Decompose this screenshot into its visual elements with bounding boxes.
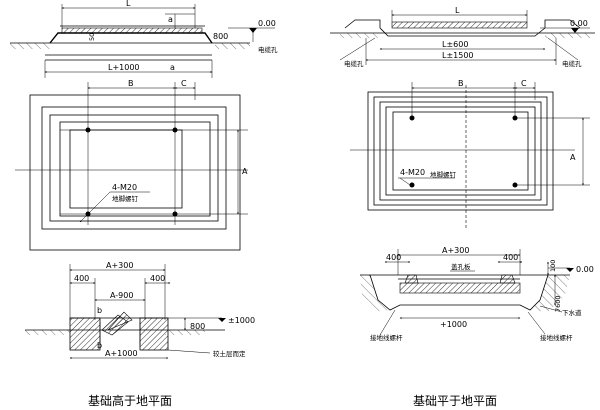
left-dim-B: B [128, 79, 134, 88]
left-dim-A300: A+300 [106, 261, 133, 270]
right-section-view: A+300 400 400 盖孔板 100 0.00 7600 下水道 +100… [360, 246, 594, 342]
left-section-view: A+300 400 400 A-900 800 ±1000 b b A+1000… [25, 261, 255, 359]
left-plan-view: B C A 4-M20 地脚螺钉 [15, 79, 248, 251]
right-dim-C: C [521, 79, 527, 88]
right-dim-B: B [458, 79, 464, 88]
right-caption: 基础平于地平面 [413, 394, 497, 408]
left-dim-400a: 400 [74, 274, 89, 283]
right-plan-view: B C A 4-M20 地脚螺钉 [350, 79, 590, 230]
right-dim-A300: A+300 [442, 246, 469, 255]
left-dim-50: 50 [88, 33, 96, 41]
right-cable-hole-left: 电缆孔 [344, 59, 364, 68]
right-dim-100: 100 [549, 260, 557, 272]
left-dim-L: L [126, 0, 131, 8]
left-dim-a-top: a [168, 15, 173, 24]
right-zero-level: 0.00 [570, 19, 588, 28]
right-dim-L1500: L±1500 [442, 51, 474, 60]
left-dim-b2: b [97, 341, 102, 350]
left-dim-C: C [181, 79, 187, 88]
right-dim-400a: 400 [386, 253, 401, 262]
left-dim-L1000: L+1000 [108, 63, 140, 72]
right-dim-A: A [570, 153, 576, 162]
left-cable-hole: 电缆孔 [258, 45, 278, 54]
right-drain: 下水道 [562, 308, 582, 317]
left-dim-800-section: 800 [190, 322, 205, 331]
left-bolts-sub: 地脚螺钉 [112, 194, 139, 203]
left-dim-A: A [242, 167, 248, 176]
right-bolts-label: 4-M20 [400, 168, 425, 177]
left-dim-pm1000: ±1000 [228, 316, 255, 325]
right-ground-right: 接地线螺杆 [540, 333, 573, 342]
right-zero-section: 0.00 [576, 265, 594, 274]
right-dim-7600: 7600 [554, 295, 562, 312]
right-cable-hole-right: 电缆孔 [562, 59, 582, 68]
right-dim-400b: 400 [503, 253, 518, 262]
left-dim-a-bottom: a [170, 63, 175, 72]
left-dim-A1000: A+1000 [105, 349, 138, 358]
left-soil-note: 较土层而定 [213, 349, 246, 358]
right-bolts-sub: 地脚螺钉 [430, 170, 457, 179]
right-dim-1000: +1000 [440, 320, 467, 329]
left-dim-b1: b [97, 306, 102, 315]
left-top-elevation: L a 50 0.00 800 电缆孔 L+1000 a [10, 0, 278, 78]
right-cover-plate: 盖孔板 [451, 262, 471, 271]
left-dim-A900: A-900 [110, 291, 133, 300]
left-zero-level: 0.00 [258, 19, 276, 28]
left-caption: 基础高于地平面 [88, 393, 172, 408]
left-bolts-label: 4-M20 [112, 183, 137, 192]
right-ground-left: 接地线螺杆 [370, 333, 403, 342]
right-dim-L: L [455, 6, 460, 15]
left-dim-800-top: 800 [213, 32, 228, 41]
right-top-elevation: L 0.00 电缆孔 电缆孔 L±600 L±1500 [330, 6, 595, 68]
left-dim-400b: 400 [150, 274, 165, 283]
right-dim-L600: L±600 [442, 40, 468, 49]
